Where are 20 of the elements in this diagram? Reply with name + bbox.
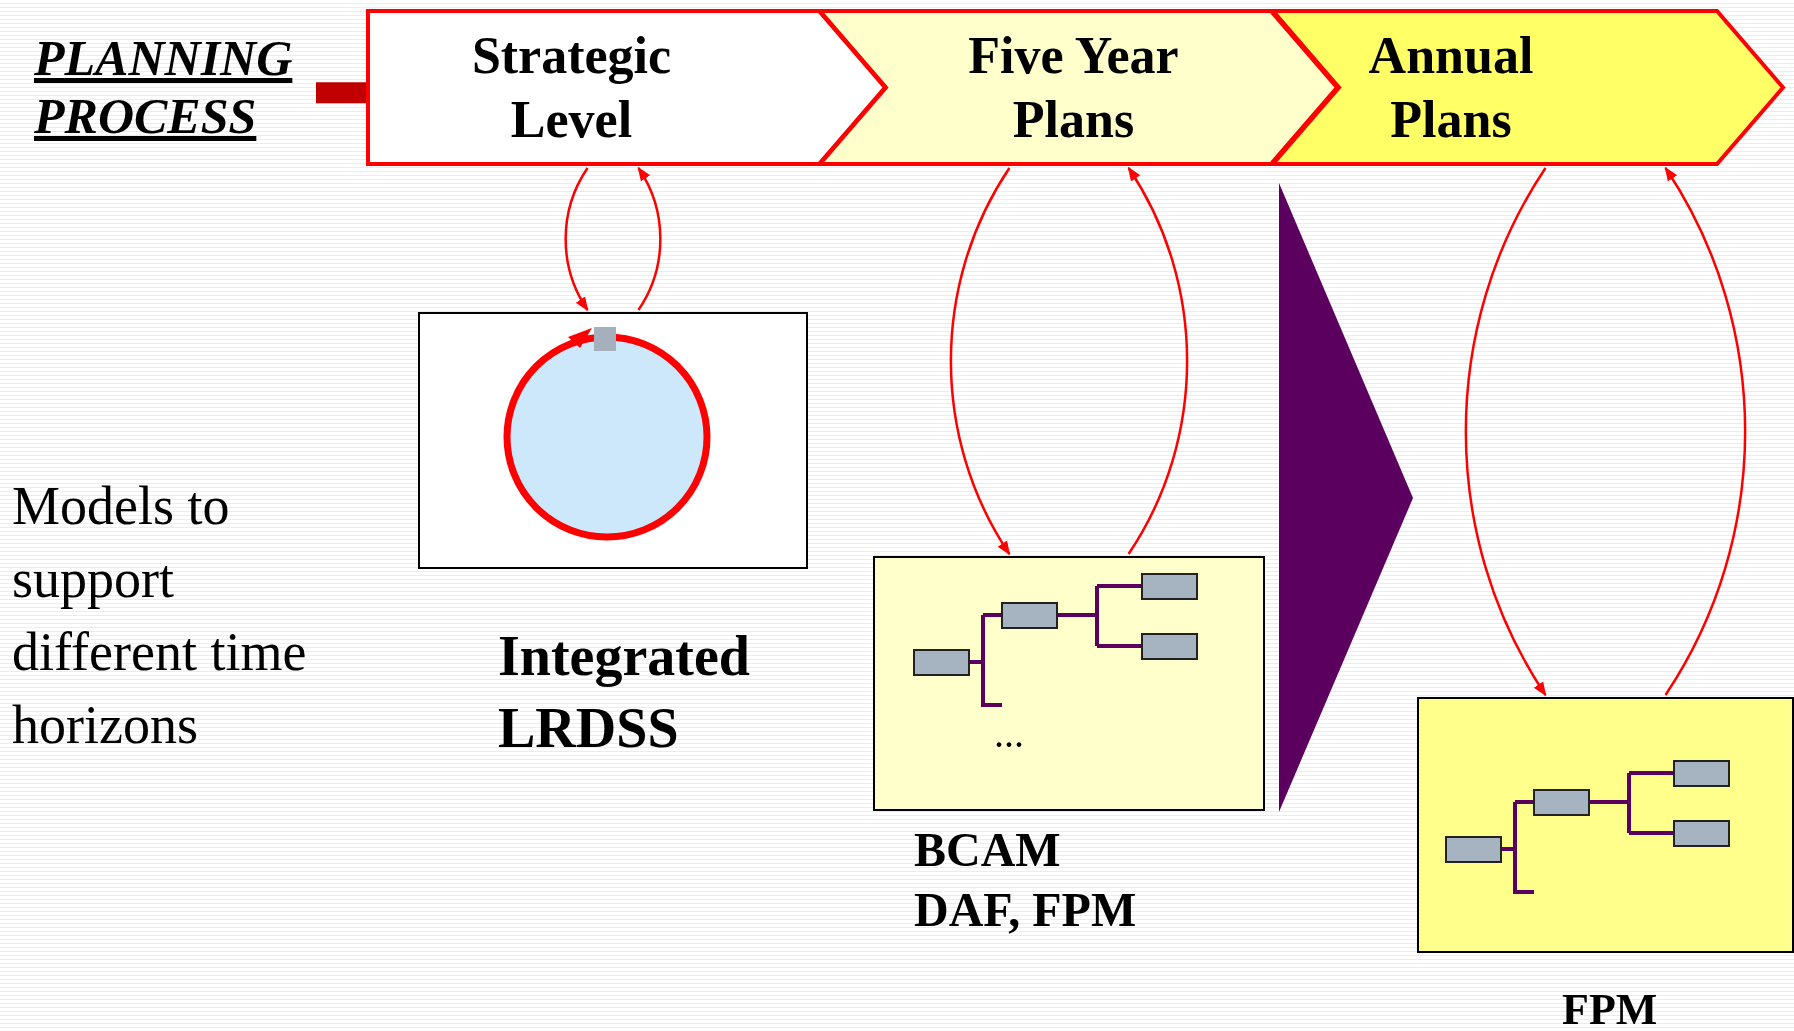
arrow (1664, 166, 1747, 696)
arrow (564, 167, 589, 312)
arrow (1127, 166, 1189, 555)
model-panel (873, 556, 1265, 811)
model-panel (1417, 697, 1794, 953)
arrow (1464, 167, 1547, 697)
model-name: FPM (1562, 988, 1659, 1031)
side-note: Models to support different time horizons (12, 475, 308, 757)
connector-bar (316, 82, 366, 104)
step-title: Annual Plans (1367, 25, 1535, 150)
step-title: Five Year Plans (967, 25, 1180, 150)
arrow (949, 167, 1011, 556)
step-title: Strategic Level (470, 25, 673, 150)
arrow (637, 166, 662, 311)
model-name: Integrated LRDSS (498, 624, 751, 761)
ellipsis-text: ... (994, 714, 1024, 754)
model-panel (418, 312, 808, 569)
diagram-heading: PLANNING PROCESS (34, 29, 294, 145)
chevron-step (1271, 9, 1785, 166)
model-name: BCAM DAF, FPM (914, 822, 1138, 938)
